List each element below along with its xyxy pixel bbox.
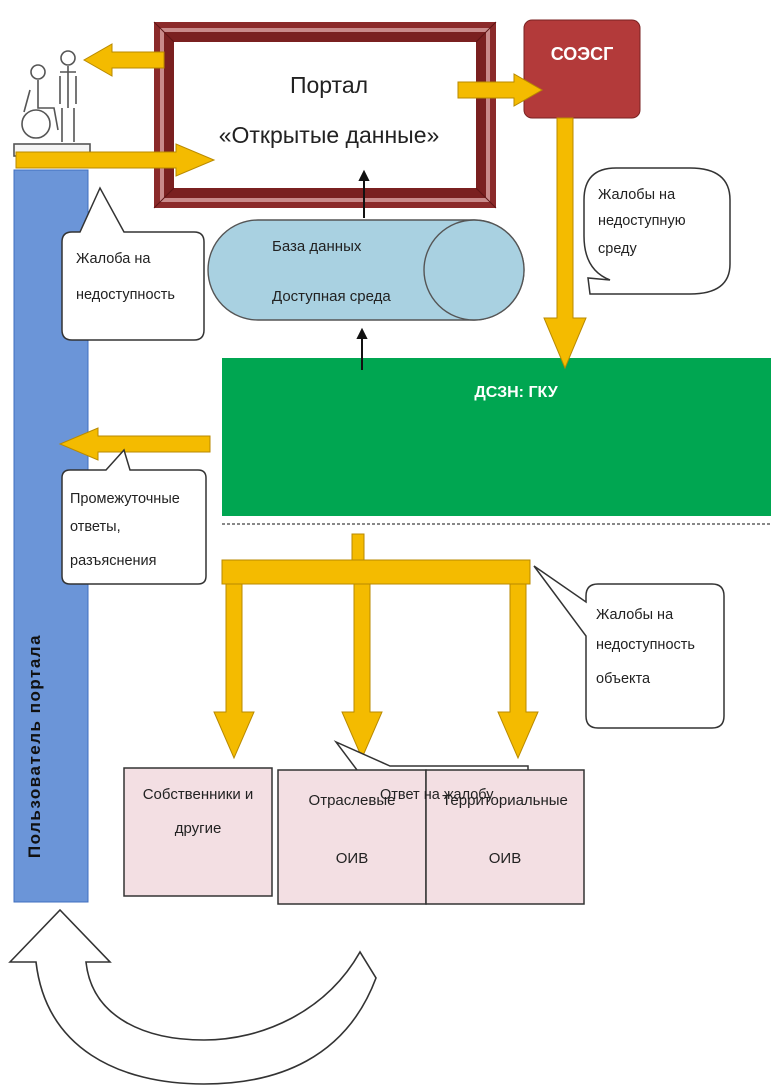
portal-frame [153,21,497,209]
soesg-box [523,19,641,119]
callout-complaint-inaccessibility-line2: недоступность [76,287,175,303]
callout-answer-label: Ответ на жалобу [380,787,494,803]
arrow-to-sectoral [341,583,383,760]
database-label-line1: База данных [272,238,362,255]
user-portal-label: Пользователь портала [25,633,44,859]
portal-title-line1: Портал [289,72,369,98]
callout-complaints-object-line3: объекта [596,671,651,687]
callout-complaints-object [533,565,725,729]
callout-complaints-object-line2: недоступность [596,637,695,653]
db-connector-arrows [356,169,370,370]
arrow-soesg-to-dszn [543,117,587,370]
box-territorial-line2: ОИВ [488,850,522,867]
database-cylinder [207,219,525,321]
callout-intermediate-answers-line1: Промежуточные [70,491,180,507]
box-territorial [425,769,585,905]
box-owners-line1: Собственники и [142,786,254,803]
portal-title-line2: «Открытые данные» [218,122,440,148]
user-icon [13,50,91,157]
curved-return-arrow [8,908,377,1085]
dszn-block [222,358,771,516]
callout-complaints-object-line1: Жалобы на [596,607,674,623]
arrow-dszn-to-user [58,427,211,461]
callout-intermediate-answers-line3: разъяснения [70,553,157,569]
arrow-portal-to-user [82,43,165,77]
callout-complaints-environment [583,167,731,295]
callout-complaints-environment-line1: Жалобы на [598,187,676,203]
callout-intermediate-answers [61,448,207,585]
soesg-label: СОЭСГ [550,44,614,64]
box-sectoral [277,769,427,905]
box-territorial-line1: Территориальные [442,792,568,809]
callout-complaints-environment-line3: среду [598,241,637,257]
box-sectoral-line2: ОИВ [335,850,369,867]
box-sectoral-line1: Отраслевые [308,792,396,809]
arrow-distribution-bar [221,559,531,585]
box-owners [123,767,273,897]
callout-complaint-inaccessibility [61,186,205,341]
arrow-dszn-down [351,533,365,563]
arrow-to-territorial [497,583,539,760]
callout-intermediate-answers-line2: ответы, [70,519,121,535]
dszn-label: ДСЗН: ГКУ [474,384,558,401]
box-owners-line2: другие [174,820,222,837]
database-label-line2: Доступная среда [272,288,391,305]
callout-complaint-inaccessibility-line1: Жалоба на [76,251,151,267]
callout-complaints-environment-line2: недоступную [598,213,686,229]
arrow-to-owners [213,583,255,760]
arrow-portal-to-soesg [457,73,544,107]
arrow-user-to-portal [15,143,216,177]
